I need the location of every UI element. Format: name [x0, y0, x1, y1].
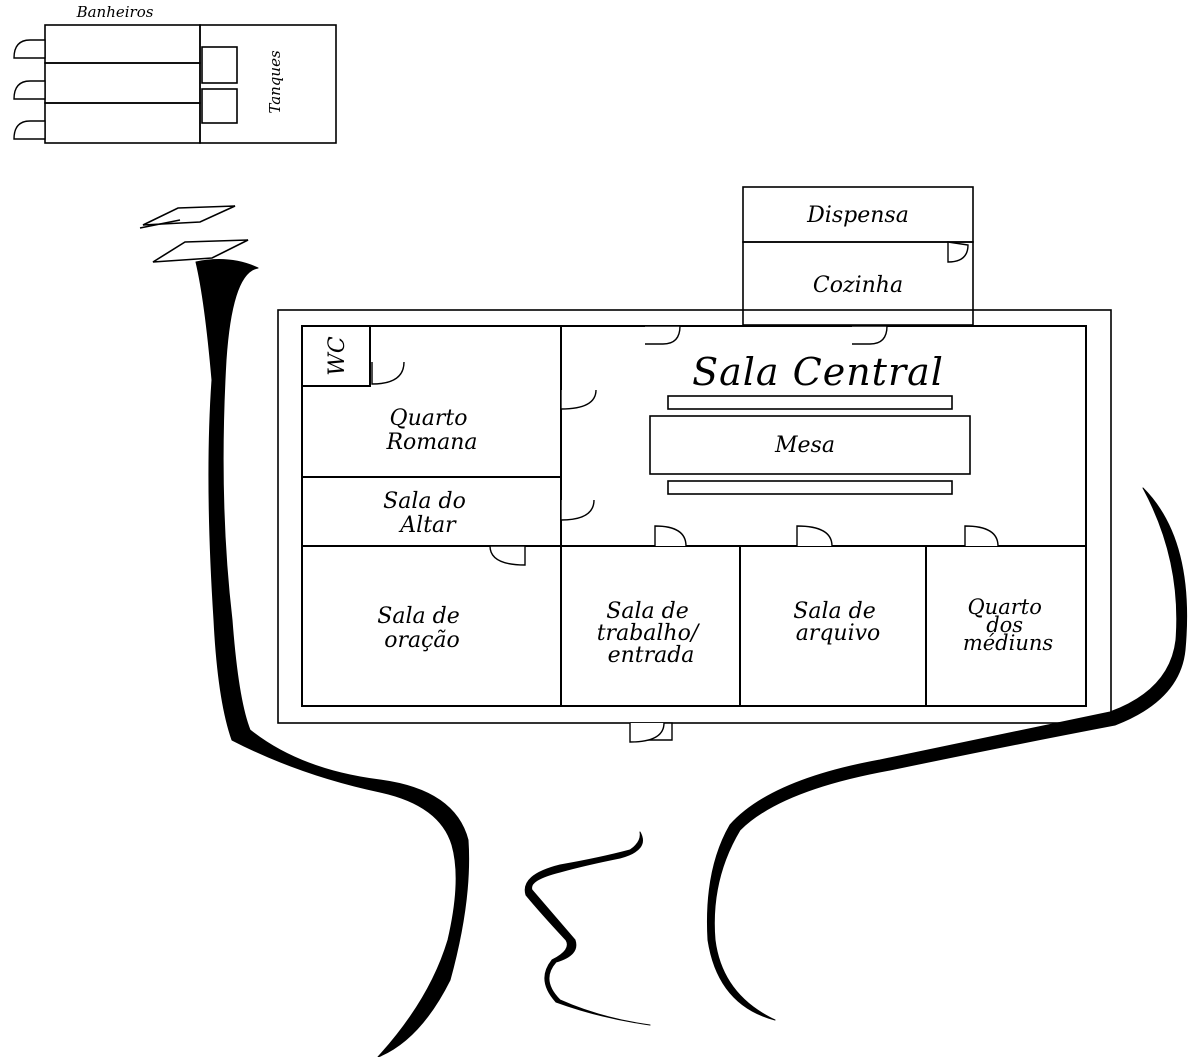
swoosh-tip-1	[142, 205, 236, 226]
bathroom-stall-1	[44, 24, 201, 64]
bathrooms-block: Banheiros Tanques	[13, 3, 337, 144]
tanques-label: Tanques	[266, 50, 284, 114]
quarto-romana-label: Quarto Romana	[385, 406, 477, 455]
sala-central-label: Sala Central	[692, 350, 944, 394]
sala-do-altar-label: Sala do Altar	[383, 489, 473, 538]
trabalho-door	[654, 525, 687, 547]
oracao-door	[489, 545, 526, 566]
outer-wall	[277, 309, 1112, 724]
decorative-strokes	[139, 205, 1188, 1057]
mesa-table	[649, 415, 971, 475]
entrance-door	[629, 722, 665, 743]
dispensa-door	[947, 241, 969, 263]
bathroom-stall-3	[44, 102, 201, 144]
arquivo-door	[796, 525, 833, 547]
bathroom-door-2	[13, 80, 46, 100]
cozinha-label: Cozinha	[813, 273, 903, 298]
swoosh-line	[139, 219, 181, 229]
wc-door	[371, 361, 405, 385]
mesa-label: Mesa	[774, 433, 835, 458]
banheiros-label: Banheiros	[76, 3, 154, 21]
bathroom-door-3	[13, 120, 46, 140]
tank-1	[201, 46, 238, 84]
wc-label: WC	[325, 336, 350, 376]
dispensa-label: Dispensa	[806, 203, 909, 228]
wc-room	[301, 325, 371, 387]
bathroom-door-1	[13, 39, 46, 59]
sala-de-oracao-label: Sala de oração	[377, 604, 466, 653]
sala-de-arquivo-label: Sala de arquivo	[793, 599, 882, 646]
sala-de-trabalho-label: Sala de trabalho/ entrada	[597, 599, 706, 668]
kitchen-annex: Dispensa Cozinha	[742, 186, 974, 326]
tank-2	[201, 88, 238, 124]
altar-door	[560, 499, 595, 521]
bathroom-stall-2	[44, 62, 201, 104]
quarto-dos-mediuns-label: Quarto dos médiuns	[963, 595, 1054, 655]
tanques-area	[199, 24, 337, 144]
left-ribbon	[195, 259, 470, 1057]
mediuns-door	[964, 525, 999, 547]
right-ribbon	[707, 487, 1188, 1021]
central-door-top-2	[852, 325, 888, 345]
inner-wall	[301, 325, 1087, 707]
swoosh-tip-2	[152, 239, 249, 263]
central-door-top-1	[645, 325, 681, 345]
bench-top	[667, 395, 953, 410]
bench-bottom	[667, 480, 953, 495]
romana-door	[560, 389, 597, 410]
main-house: WC Sala Central Mesa Quarto Romana Sala …	[277, 309, 1112, 743]
middle-scribble	[524, 831, 651, 1026]
